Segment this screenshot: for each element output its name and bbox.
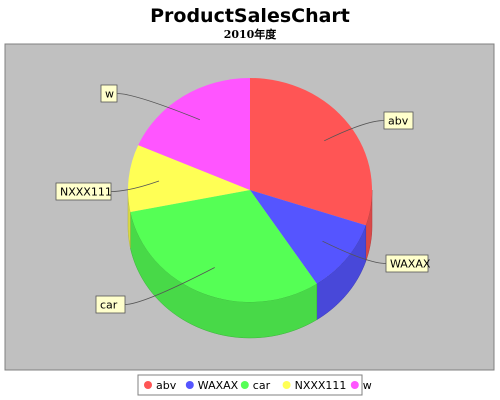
slice-label-box [383,111,414,130]
legend-marker-abv [144,381,152,389]
pie-depth-group [127,190,373,339]
slice-label-box [95,295,126,314]
label-leader-line [110,180,160,192]
label-leader-line [322,240,387,264]
pie-slice-WAXAX[interactable] [250,190,366,284]
label-leader-line [324,120,385,142]
slice-label-box [385,254,429,273]
slice-label-WAXAX: WAXAX [390,258,431,271]
slice-label-car: car [100,299,118,312]
legend-marker-NXXX111 [282,381,291,389]
legend-box [137,374,363,396]
label-leader-line [116,93,201,121]
slice-label-NXXX111: NXXX111 [60,186,112,199]
pie-slice-abv[interactable] [250,78,373,226]
pie-slice-car[interactable] [130,190,317,302]
legend-marker-WAXAX [185,381,194,389]
chart-title: ProductSalesChart [150,5,350,27]
pie-side-NXXX111 [127,190,131,249]
slice-label-box [55,182,112,201]
slice-label-box [100,84,118,103]
legend-items-group: abv WAXAX car NXXX111 w [144,379,372,392]
legend-label-abv: abv [156,379,177,392]
legend-label-WAXAX: WAXAX [198,379,239,392]
label-leader-line [124,267,215,305]
slice-label-w: w [105,88,114,101]
legend-marker-car [240,381,249,389]
slice-label-abv: abv [388,115,409,128]
pie-slice-NXXX111[interactable] [128,145,250,213]
legend-label-NXXX111: NXXX111 [295,379,347,392]
legend-marker-w [350,381,359,389]
legend-label-car: car [253,379,271,392]
chart-subtitle: 2010年度 [224,27,278,41]
legend-label-w: w [363,379,372,392]
pie-slices-group [128,78,373,302]
pie-slice-w[interactable] [138,78,250,190]
